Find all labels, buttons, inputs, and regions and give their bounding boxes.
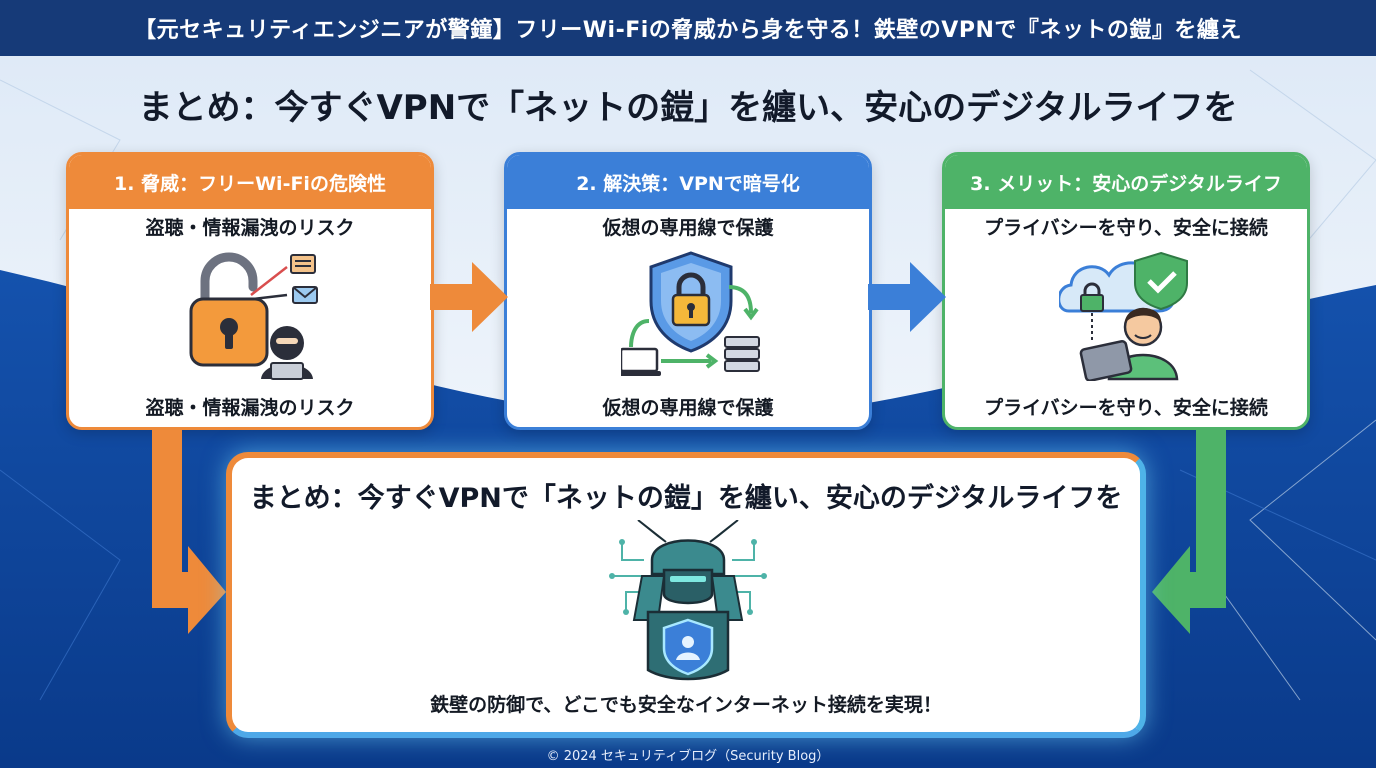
banner-text: 【元セキュリティエンジニアが警鐘】フリーWi-Fiの脅威から身を守る！鉄壁のVP…: [134, 18, 1242, 43]
card-threat: 1. 脅威：フリーWi-Fiの危険性 盗聴・情報漏洩のリスク 盗聴・情報漏洩のリ…: [66, 152, 434, 430]
unlocked-padlock-hacker-icon: [189, 252, 318, 380]
shield-lock-server-icon: [621, 251, 760, 376]
top-banner: 【元セキュリティエンジニアが警鐘】フリーWi-Fiの脅威から身を守る！鉄壁のVP…: [0, 0, 1376, 56]
arrow-right-orange-icon: [430, 262, 508, 332]
card-solution: 2. 解決策：VPNで暗号化 仮想の専用線で保護 仮想の専用線で保護: [504, 152, 872, 430]
footer-copyright: © 2024 セキュリティブログ（Security Blog）: [546, 749, 830, 764]
cyber-samurai-shield-icon: [609, 520, 767, 681]
cloud-user-tablet-icon: [1059, 251, 1188, 381]
card-benefit-text-bottom: プライバシーを守り、安全に接続: [984, 397, 1268, 419]
card-solution-header: 2. 解決策：VPNで暗号化: [507, 155, 869, 209]
page-title: まとめ：今すぐVPNで「ネットの鎧」を纏い、安心のデジタルライフを: [138, 88, 1238, 128]
summary-title: まとめ：今すぐVPNで「ネットの鎧」を纏い、安心のデジタルライフを: [249, 483, 1123, 514]
card-threat-text-bottom: 盗聴・情報漏洩のリスク: [145, 397, 355, 419]
arrow-down-green-icon: [1152, 428, 1226, 634]
card-benefit-text-top: プライバシーを守り、安全に接続: [984, 217, 1268, 239]
card-threat-text-top: 盗聴・情報漏洩のリスク: [145, 217, 355, 239]
card-benefit: 3. メリット：安心のデジタルライフ プライバシーを守り、安全に接続 プライバシ…: [942, 152, 1310, 430]
card-benefit-header: 3. メリット：安心のデジタルライフ: [945, 155, 1307, 209]
card-threat-header: 1. 脅威：フリーWi-Fiの危険性: [69, 155, 431, 209]
arrow-down-orange-icon: [152, 428, 226, 634]
arrow-right-blue-icon: [868, 262, 946, 332]
summary-panel: まとめ：今すぐVPNで「ネットの鎧」を纏い、安心のデジタルライフを 鉄壁の防御で…: [226, 452, 1146, 738]
card-solution-text-top: 仮想の専用線で保護: [602, 217, 774, 239]
card-solution-text-bottom: 仮想の専用線で保護: [602, 397, 774, 419]
summary-subtitle: 鉄壁の防御で、どこでも安全なインターネット接続を実現！: [430, 694, 942, 716]
